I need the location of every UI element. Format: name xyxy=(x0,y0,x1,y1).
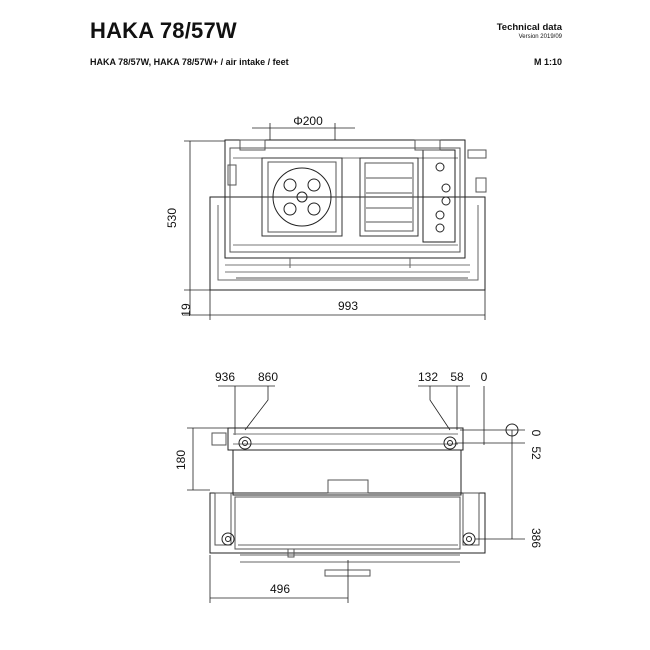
louver-panel xyxy=(359,157,419,237)
dim-top-860: 860 xyxy=(258,370,278,384)
top-body xyxy=(232,449,462,496)
dim-top-132: 132 xyxy=(418,370,438,384)
foot-bottom-left xyxy=(221,532,235,546)
dim-bottom-496: 496 xyxy=(270,582,290,596)
lower-housing xyxy=(209,492,486,554)
dim-right-386: 386 xyxy=(529,528,543,548)
front-view: Φ200 530 19 993 xyxy=(165,114,487,320)
control-box xyxy=(422,149,456,243)
dim-diameter: Φ200 xyxy=(293,114,323,128)
scale-label: M 1:10 xyxy=(533,57,562,67)
version-label: Version 2019/09 xyxy=(518,34,562,40)
top-view: 936 860 132 58 0 180 0 52 xyxy=(174,370,543,603)
front-body xyxy=(224,139,466,259)
dim-right-52: 52 xyxy=(529,446,543,460)
fan-panel xyxy=(261,157,343,237)
dim-foot: 19 xyxy=(179,303,193,317)
foot-top-left xyxy=(238,436,252,450)
foot-top-right xyxy=(443,436,457,450)
drawing-subtitle: HAKA 78/57W, HAKA 78/57W+ / air intake /… xyxy=(90,57,289,67)
front-housing xyxy=(209,196,486,291)
dim-width: 993 xyxy=(338,299,358,313)
dim-left-180: 180 xyxy=(174,450,188,470)
document-type: Technical data xyxy=(496,22,562,33)
dim-right-0: 0 xyxy=(529,430,543,437)
upper-frame xyxy=(227,427,464,451)
dim-top-58: 58 xyxy=(450,370,464,384)
dim-top-936: 936 xyxy=(215,370,235,384)
air-intake-circle xyxy=(272,167,332,227)
dim-top-0: 0 xyxy=(481,370,488,384)
drawing-title: HAKA 78/57W xyxy=(90,18,237,43)
foot-bottom-right xyxy=(462,532,476,546)
dim-height: 530 xyxy=(165,208,179,228)
